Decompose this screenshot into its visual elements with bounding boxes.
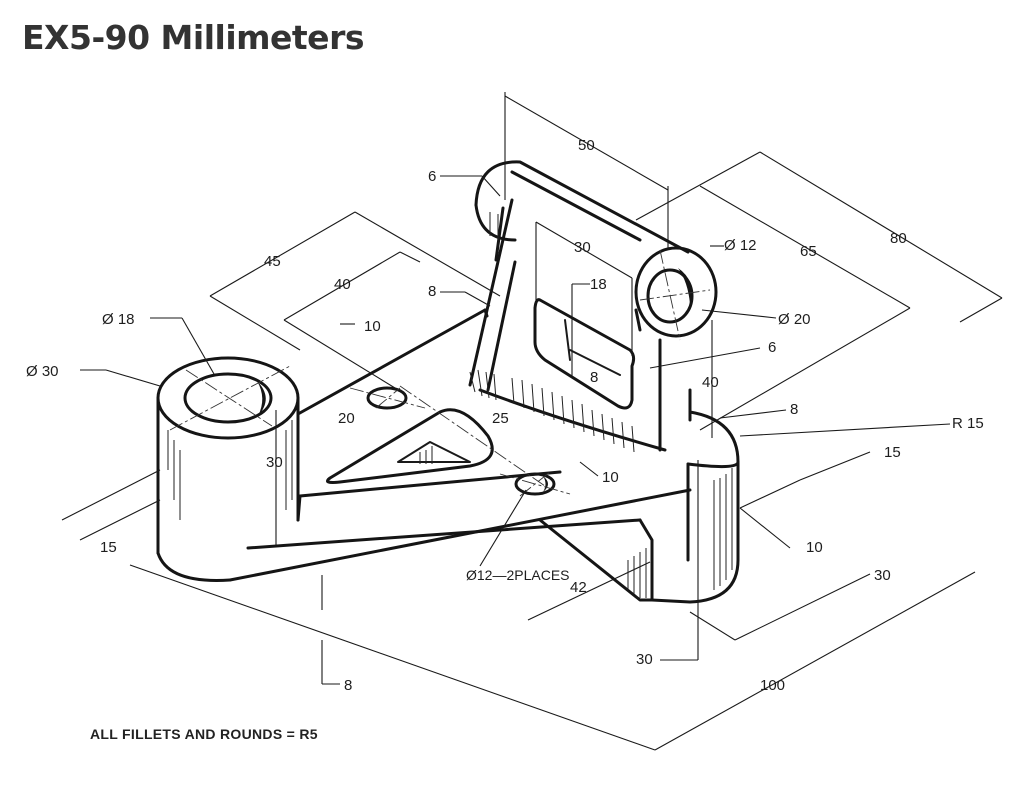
top-rod bbox=[474, 160, 690, 254]
fillet-hatching bbox=[167, 212, 733, 598]
dim-10-b: 10 bbox=[602, 469, 619, 486]
dim-10-c: 10 bbox=[806, 539, 823, 556]
dim-20: 20 bbox=[338, 410, 355, 427]
left-boss-top bbox=[156, 356, 300, 440]
dim-40-right: 40 bbox=[702, 374, 719, 391]
center-lines bbox=[169, 249, 711, 497]
dim-42: 42 bbox=[570, 579, 587, 596]
dim-8-slot: 8 bbox=[590, 369, 598, 386]
left-boss-hole bbox=[183, 372, 273, 424]
top-rod-hole bbox=[646, 268, 694, 324]
dim-50: 50 bbox=[578, 137, 595, 154]
upright-left-edge bbox=[468, 198, 514, 387]
dim-6-top: 6 bbox=[428, 168, 436, 185]
dim-dia30: Ø 30 bbox=[26, 363, 59, 380]
dim-45: 45 bbox=[264, 253, 281, 270]
top-rod-end bbox=[634, 246, 718, 338]
upright-slot bbox=[533, 298, 636, 410]
dimension-labels: 50 80 65 6 30 45 40 8 Ø 12 Ø 20 18 Ø 18 … bbox=[26, 137, 984, 694]
dim-dia20: Ø 20 bbox=[778, 311, 811, 328]
dim-15-right: 15 bbox=[884, 444, 901, 461]
dim-8-right: 8 bbox=[790, 401, 798, 418]
dim-30-bottom: 30 bbox=[636, 651, 653, 668]
dim-40-left: 40 bbox=[334, 276, 351, 293]
fillet-note: ALL FILLETS AND ROUNDS = R5 bbox=[90, 726, 318, 742]
dim-100: 100 bbox=[760, 677, 785, 694]
dim-dia18: Ø 18 bbox=[102, 311, 135, 328]
part-outline bbox=[156, 160, 740, 604]
dim-15-left: 15 bbox=[100, 539, 117, 556]
dim-10-a: 10 bbox=[364, 318, 381, 335]
base-hole-right bbox=[514, 472, 556, 496]
dim-r15: R 15 bbox=[952, 415, 984, 432]
dim-80: 80 bbox=[890, 230, 907, 247]
dim-65: 65 bbox=[800, 243, 817, 260]
dim-30-right: 30 bbox=[874, 567, 891, 584]
dim-8-bottom: 8 bbox=[344, 677, 352, 694]
dim-18: 18 bbox=[590, 276, 607, 293]
dim-6-slot: 6 bbox=[768, 339, 776, 356]
dim-dia12-places: Ø12—2PLACES bbox=[466, 567, 570, 583]
base-hole-left bbox=[366, 386, 408, 410]
dim-dia12-top: Ø 12 bbox=[724, 237, 757, 254]
triangular-cutout bbox=[326, 408, 494, 484]
dim-30-cyl: 30 bbox=[266, 454, 283, 471]
dim-25: 25 bbox=[492, 410, 509, 427]
dim-8-upright: 8 bbox=[428, 283, 436, 300]
left-boss-hole-shadow bbox=[257, 381, 266, 416]
drawing-title: EX5-90 Millimeters bbox=[22, 18, 364, 57]
dimension-lines bbox=[61, 92, 1003, 751]
dim-30-top: 30 bbox=[574, 239, 591, 256]
